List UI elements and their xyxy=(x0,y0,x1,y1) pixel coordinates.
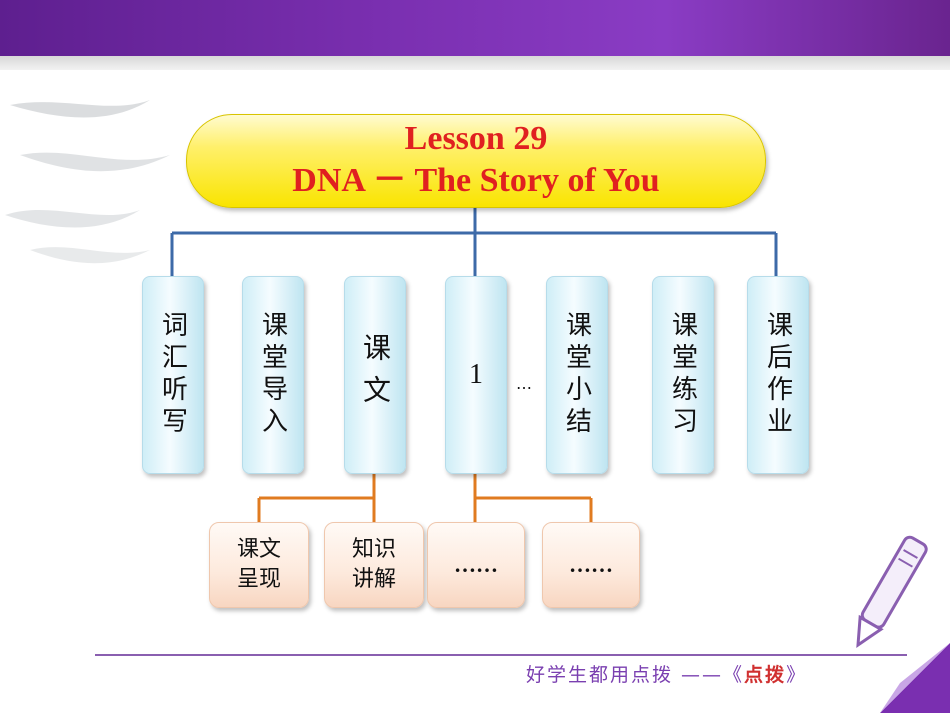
branch-vocabulary-dictation[interactable]: 词汇听写 xyxy=(142,276,204,474)
lesson-number: Lesson 29 xyxy=(404,120,548,157)
branch-label: 课堂导入 xyxy=(257,311,288,439)
sub-text-presentation[interactable]: 课文 呈现 xyxy=(209,522,309,608)
footer-slogan-text: 好学生都用点拨 ——《 xyxy=(526,664,745,686)
sub-label-line2: 讲解 xyxy=(351,567,396,592)
lesson-title-box: Lesson 29 DNA － The Story of You xyxy=(186,114,766,208)
branch-class-practice[interactable]: 课堂练习 xyxy=(652,276,714,474)
branch-lesson-intro[interactable]: 课堂导入 xyxy=(242,276,304,474)
sub-label-line2: 呈现 xyxy=(236,567,281,592)
banner-strip xyxy=(0,56,950,70)
top-banner xyxy=(0,0,950,56)
branch-label: 课后作业 xyxy=(762,311,793,439)
branch-label: 课堂练习 xyxy=(667,311,698,439)
sub-label-line1: 知识 xyxy=(351,537,396,562)
branch-label: 课堂小结 xyxy=(561,311,592,439)
branch-label: 课文 xyxy=(359,333,392,417)
footer-close: 》 xyxy=(786,664,808,686)
sub-knowledge-explanation[interactable]: 知识 讲解 xyxy=(324,522,424,608)
branch-label: 1 xyxy=(469,359,483,390)
between-ellipsis: … xyxy=(516,374,532,393)
pen-icon xyxy=(856,535,928,648)
branch-homework[interactable]: 课后作业 xyxy=(747,276,809,474)
footer-divider xyxy=(95,654,907,656)
footer-slogan: 好学生都用点拨 ——《点拨》 xyxy=(526,660,807,687)
sub-more-1[interactable]: …… xyxy=(427,522,525,608)
sub-label-line1: 课文 xyxy=(236,537,281,562)
sub-label: …… xyxy=(569,552,613,577)
branch-text[interactable]: 课文 xyxy=(344,276,406,474)
sub-label: …… xyxy=(454,552,498,577)
page-curl-icon xyxy=(880,643,950,713)
sub-more-2[interactable]: …… xyxy=(542,522,640,608)
lesson-name: DNA － The Story of You xyxy=(292,162,660,199)
branch-one[interactable]: 1 xyxy=(445,276,507,474)
bamboo-decoration-icon xyxy=(5,100,170,264)
branch-class-summary[interactable]: 课堂小结 xyxy=(546,276,608,474)
footer-brand: 点拨 xyxy=(744,664,787,686)
branch-label: 词汇听写 xyxy=(157,311,188,439)
